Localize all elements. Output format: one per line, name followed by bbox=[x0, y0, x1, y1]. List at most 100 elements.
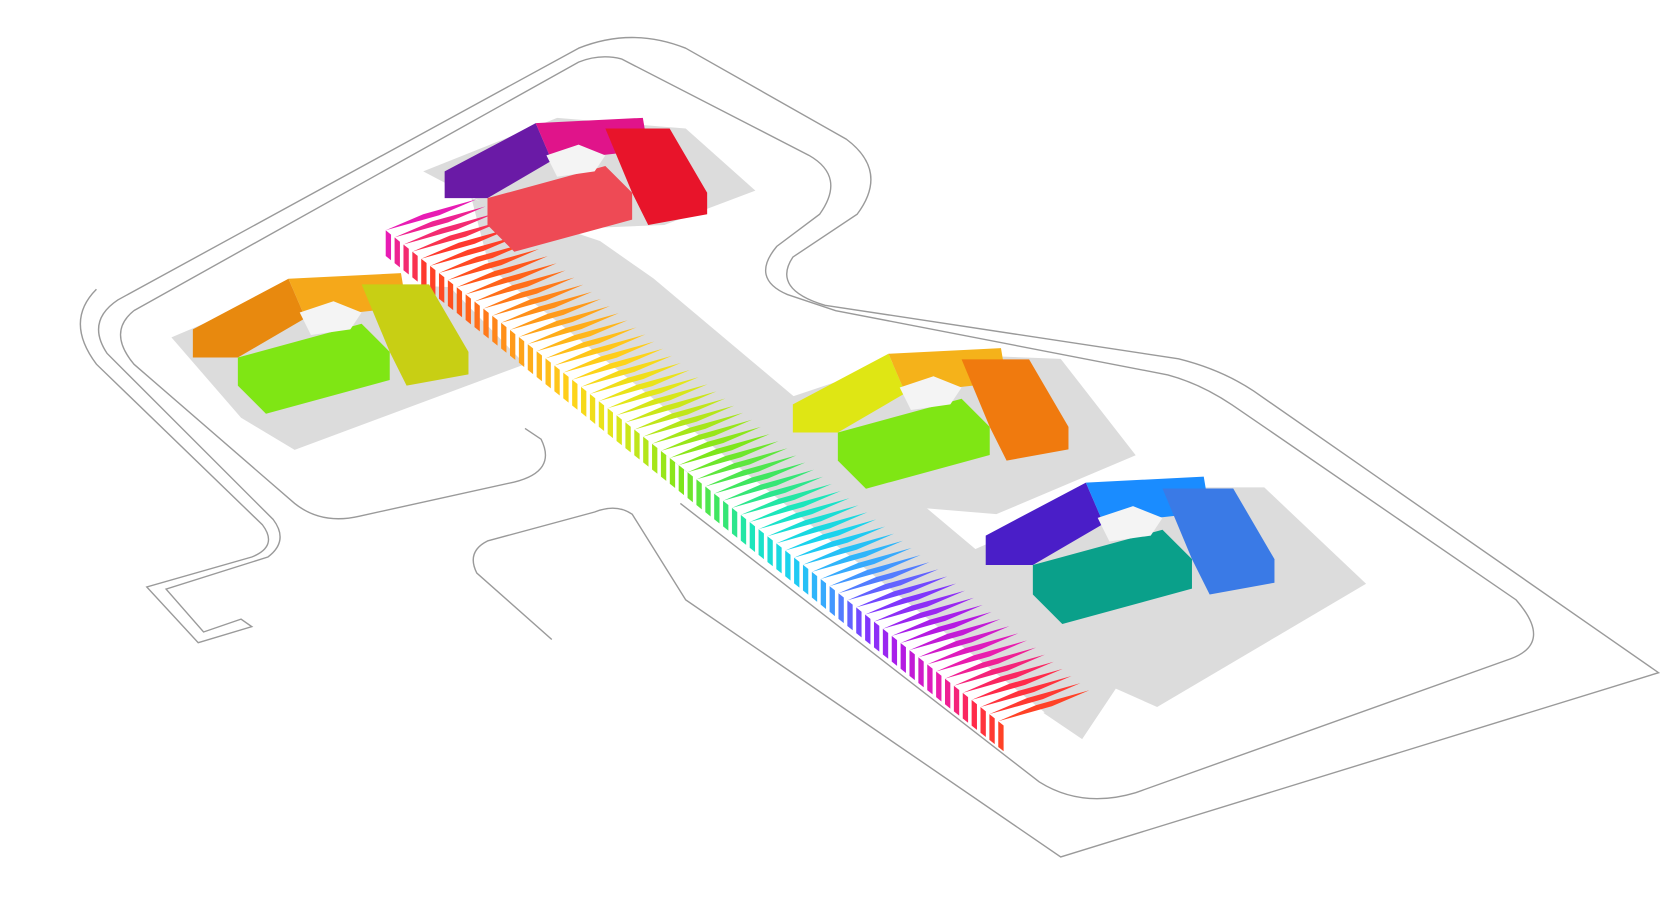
spine-stripe-side bbox=[581, 386, 587, 417]
spine-stripe bbox=[811, 540, 903, 572]
spine-stripe-side bbox=[794, 557, 800, 588]
spine-stripe-side bbox=[953, 685, 960, 716]
spine-stripe bbox=[438, 241, 531, 273]
spine-stripe bbox=[838, 562, 930, 594]
spine-stripe-side bbox=[483, 308, 489, 339]
spine-stripe bbox=[918, 626, 1010, 658]
spine-stripe bbox=[882, 597, 974, 629]
spine-stripe bbox=[625, 391, 717, 423]
spine-stripe-side bbox=[696, 479, 702, 510]
spine-stripe-side bbox=[785, 550, 791, 581]
spine-stripe bbox=[962, 661, 1054, 693]
spine-stripe-side bbox=[714, 493, 720, 524]
spine-stripe bbox=[518, 305, 610, 338]
spine-stripe-side bbox=[767, 536, 773, 567]
spine-stripe-side bbox=[527, 344, 534, 375]
spine-stripe bbox=[598, 369, 690, 402]
spine-stripe bbox=[829, 555, 921, 587]
spine-stripe-side bbox=[723, 500, 729, 531]
spine-stripe-side bbox=[678, 465, 684, 496]
building-cluster bbox=[792, 348, 1069, 489]
spine-stripe-side bbox=[882, 628, 889, 659]
spine-stripe-side bbox=[856, 607, 862, 638]
spine-stripe-side bbox=[447, 280, 454, 311]
courtyard-roof bbox=[546, 144, 606, 177]
spine-stripe bbox=[634, 398, 726, 430]
spine-stripe-side bbox=[838, 593, 844, 624]
spine-stripe-side bbox=[660, 450, 667, 481]
spine-stripe bbox=[945, 647, 1037, 679]
building-wing bbox=[487, 166, 633, 252]
spine-stripe bbox=[465, 263, 557, 295]
spine-stripe bbox=[856, 576, 948, 608]
spine-stripe-side bbox=[616, 415, 622, 446]
spine-stripe bbox=[607, 377, 699, 409]
spine-stripe-side bbox=[802, 564, 809, 595]
spine-stripe-side bbox=[474, 301, 480, 332]
spine-stripe bbox=[536, 320, 628, 352]
spine-stripe bbox=[740, 483, 832, 515]
spine-striped-corridor bbox=[385, 199, 1090, 752]
spine-stripe-side bbox=[749, 522, 756, 553]
spine-stripe bbox=[643, 405, 735, 437]
spine-stripe-side bbox=[687, 472, 693, 503]
spine-stripe-side bbox=[456, 287, 463, 318]
building-wing bbox=[444, 123, 552, 199]
spine-stripe-side bbox=[403, 244, 409, 275]
building-clusters bbox=[192, 117, 1275, 624]
courtyard-roof bbox=[299, 301, 362, 336]
spine-stripe bbox=[652, 412, 744, 444]
spine-stripe bbox=[527, 313, 619, 345]
spine-stripe-side bbox=[740, 514, 747, 545]
spine-stripe-side bbox=[572, 379, 578, 410]
building-wing bbox=[837, 398, 990, 489]
spine-stripe bbox=[501, 291, 593, 323]
spine-stripe-side bbox=[625, 422, 631, 453]
spine-stripe-side bbox=[643, 436, 649, 467]
spine-stripe bbox=[953, 654, 1045, 686]
spine-stripe bbox=[900, 611, 992, 644]
spine-stripe bbox=[998, 690, 1090, 722]
spine-stripe-side bbox=[998, 721, 1004, 752]
spine-stripe bbox=[660, 419, 752, 451]
spine-stripe-side bbox=[652, 443, 658, 474]
spine-stripe bbox=[554, 334, 646, 366]
spine-stripe bbox=[492, 284, 584, 316]
spine-stripe-side bbox=[518, 337, 525, 368]
spine-stripe-side bbox=[589, 393, 596, 424]
spine-stripe-side bbox=[438, 272, 445, 303]
building-wing bbox=[985, 482, 1104, 566]
spine-stripe-side bbox=[634, 429, 640, 460]
spine-stripe-side bbox=[909, 650, 915, 681]
spine-stripe bbox=[616, 384, 708, 416]
spine-stripe bbox=[758, 498, 850, 530]
shadow-spine bbox=[471, 198, 1125, 740]
spine-stripe bbox=[936, 640, 1028, 672]
spine-stripe-side bbox=[900, 643, 906, 673]
spine-stripe bbox=[687, 441, 779, 473]
spine-stripe bbox=[430, 234, 522, 266]
building-wing bbox=[361, 284, 469, 386]
spine-stripe bbox=[447, 249, 539, 281]
spine-stripe-side bbox=[430, 265, 436, 296]
spine-stripe-side bbox=[501, 322, 507, 353]
spine-stripe-side bbox=[731, 507, 738, 538]
spine-stripe bbox=[474, 270, 566, 302]
spine-stripe-side bbox=[989, 714, 995, 745]
spine-stripe bbox=[865, 583, 957, 615]
spine-stripe-side bbox=[598, 401, 605, 432]
spine-stripe-side bbox=[820, 578, 827, 609]
spine-stripe-side bbox=[927, 664, 933, 695]
spine-stripe bbox=[980, 675, 1072, 708]
spine-stripe bbox=[412, 220, 504, 252]
spine-stripe-side bbox=[421, 258, 427, 289]
spine-stripe bbox=[421, 227, 513, 259]
spine-stripe-side bbox=[510, 329, 516, 360]
building-wing bbox=[237, 323, 390, 414]
spine-stripe-side bbox=[758, 529, 764, 560]
spine-stripe bbox=[731, 476, 823, 508]
spine-stripe bbox=[891, 604, 983, 636]
spine-stripe-side bbox=[536, 351, 542, 382]
spine-stripe-side bbox=[829, 586, 835, 617]
